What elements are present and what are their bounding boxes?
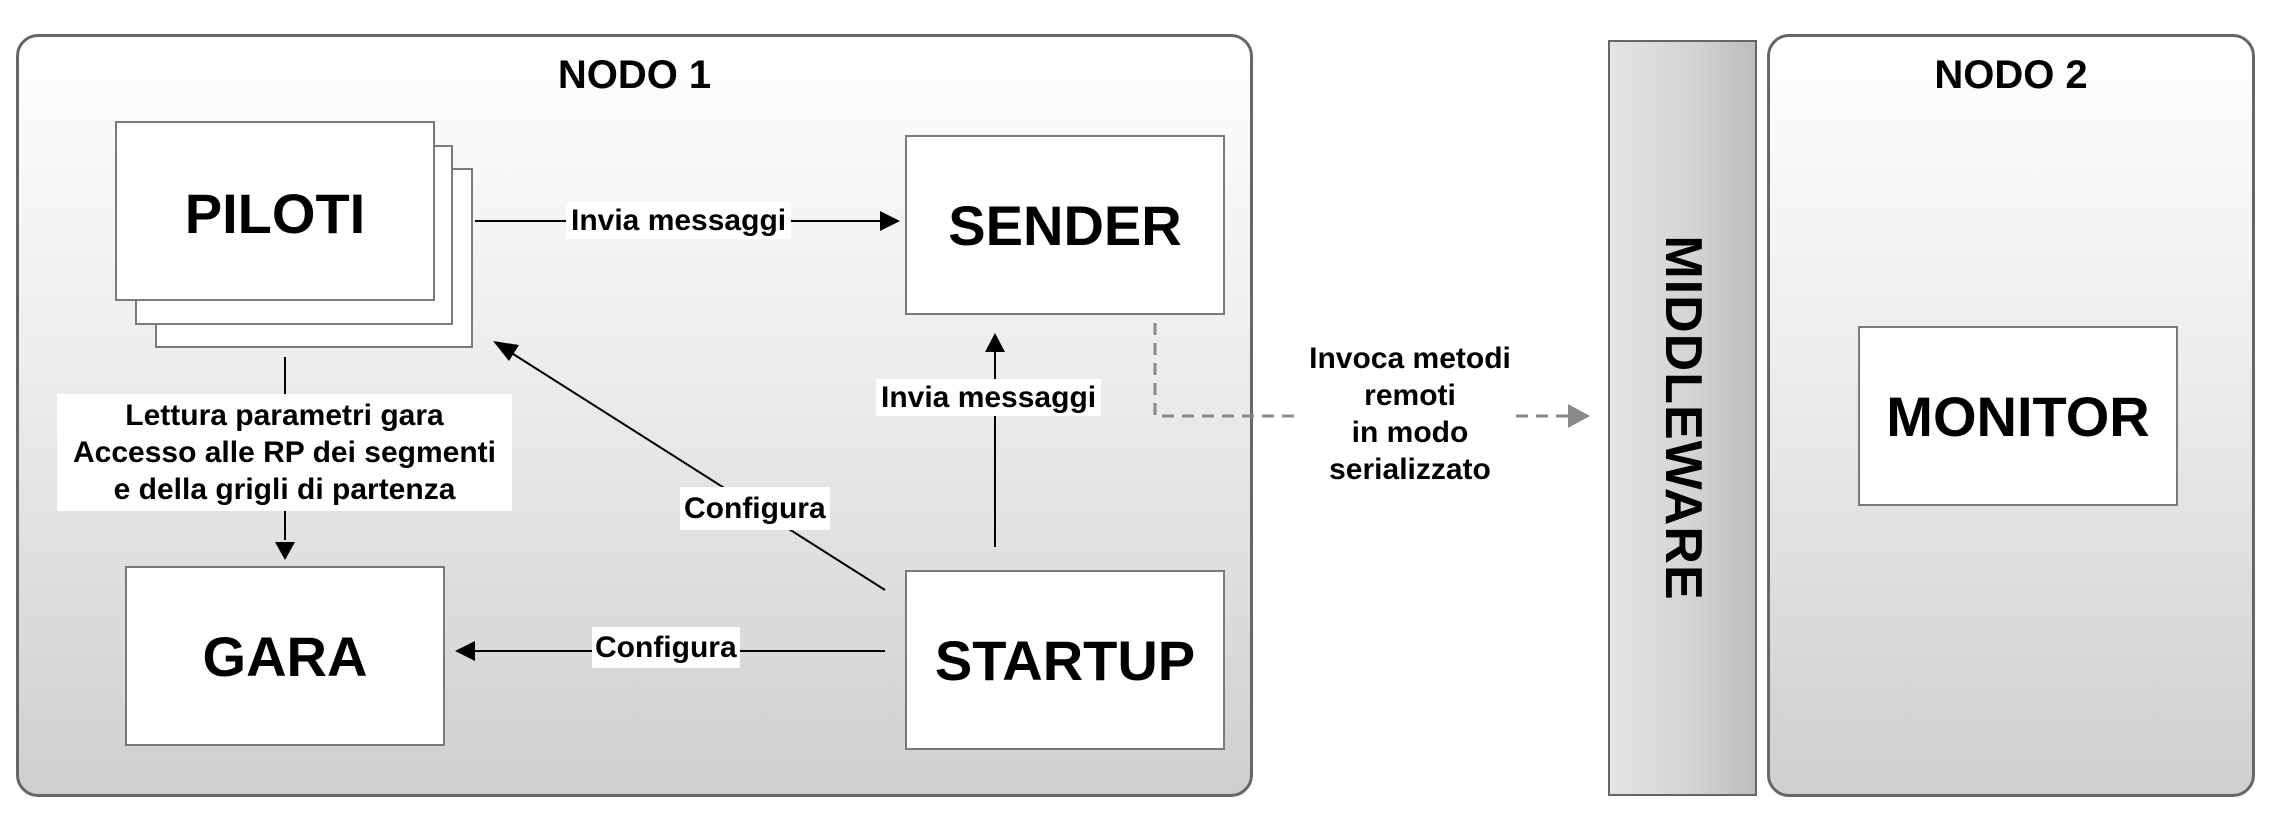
startup-to-piloti-label: Configura [680,487,830,530]
piloti-to-sender-arrowhead [880,211,900,231]
startup-to-piloti-arrowhead [493,341,519,361]
gara-label: GARA [202,624,368,688]
piloti-label: PILOTI [184,182,366,245]
startup-to-piloti-line [509,351,886,591]
invoca-line-2: remoti [1364,379,1456,412]
sender-box: SENDER [905,135,1225,315]
lettura-line-3: e della grigli di partenza [113,473,456,506]
lettura-parametri-label: Lettura parametri gara Accesso alle RP d… [57,394,512,511]
startup-label: STARTUP [934,628,1196,692]
sender-to-middleware-dashed-line [1153,323,1302,418]
sender-to-middleware-arrowhead [1568,404,1590,428]
node-1-title: NODO 1 [557,53,712,97]
startup-to-sender-arrowhead [985,333,1005,352]
piloti-box: PILOTI [115,121,435,301]
invoca-line-1: Invoca metodi [1309,342,1511,375]
gara-box: GARA [125,566,445,746]
monitor-label: MONITOR [1886,384,2150,448]
startup-to-gara-label: Configura [592,627,740,668]
piloti-to-gara-arrowhead [275,542,295,560]
monitor-box: MONITOR [1858,326,2178,506]
invoca-line-3: in modo [1351,416,1469,449]
lettura-line-1: Lettura parametri gara [125,399,444,432]
piloti-to-sender-label: Invia messaggi [566,202,792,239]
startup-to-gara-arrowhead [455,641,475,661]
startup-to-sender-label: Invia messaggi [876,379,1102,416]
lettura-line-2: Accesso alle RP dei segmenti [73,436,496,469]
startup-box: STARTUP [905,570,1225,750]
invoca-line-4: serializzato [1329,453,1491,486]
invoca-metodi-label: Invoca metodi remoti in modo serializzat… [1290,340,1530,488]
middleware-bar: MIDDLEWARE [1608,40,1757,796]
node-2-title: NODO 2 [1934,53,2088,97]
sender-label: SENDER [948,193,1182,257]
